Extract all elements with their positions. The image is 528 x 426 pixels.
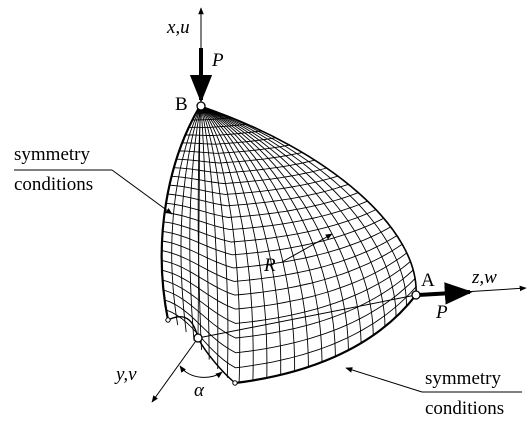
- mesh-circumferential-line: [162, 217, 384, 256]
- radius-arrow: [281, 233, 333, 263]
- point-a-marker: [411, 290, 421, 300]
- center-to-a-line: [197, 294, 417, 339]
- boundary-bottom-edge: [234, 294, 417, 385]
- mesh-circumferential-line: [174, 159, 316, 174]
- mesh-circumferential-line: [176, 151, 303, 164]
- mesh-meridian-line: [200, 105, 323, 363]
- mesh-circumferential-line: [163, 269, 414, 339]
- mesh-circumferential-line: [166, 286, 417, 369]
- boundary-outer-edge: [199, 105, 417, 296]
- mesh-circumferential-line: [167, 183, 349, 207]
- boundary-left-edge: [160, 105, 201, 321]
- angle-label: α: [194, 380, 205, 401]
- point-b-label: B: [175, 94, 188, 115]
- symmetry-right-leader: [345, 367, 423, 393]
- center-to-b-line: [197, 105, 201, 339]
- mesh-circumferential-line: [162, 226, 391, 269]
- mesh-circumferential-line: [182, 137, 277, 145]
- z-axis-label: z,w: [471, 267, 497, 288]
- mesh-meridian-line: [200, 105, 386, 327]
- mesh-circumferential-line: [189, 123, 248, 128]
- mesh-circumferential-line: [166, 192, 359, 218]
- mesh-circumferential-line: [171, 167, 327, 184]
- angle-arc: [179, 365, 223, 379]
- mesh-circumferential-line: [186, 130, 263, 136]
- inner-left-marker: [165, 317, 171, 323]
- symmetry-right-line2: conditions: [425, 398, 504, 419]
- mesh-circumferential-line: [161, 252, 408, 310]
- mesh-circumferential-line: [169, 175, 339, 195]
- mesh-circumferential-line: [161, 235, 398, 282]
- load-arrow-right: [417, 282, 473, 305]
- mesh-meridian-line: [171, 105, 202, 326]
- symmetry-left-line2: conditions: [14, 174, 93, 195]
- mesh-circumferential-line: [164, 278, 416, 354]
- point-a-label: A: [421, 270, 435, 291]
- mesh-circumferential-line: [162, 261, 411, 324]
- point-b-marker: [196, 101, 206, 111]
- mesh-circumferential-line: [179, 144, 290, 154]
- mesh-circumferential-line: [163, 209, 377, 243]
- inner-bottom-marker: [232, 380, 238, 386]
- symmetry-left-line1: symmetry: [14, 144, 90, 165]
- mesh-circumferential-line: [161, 243, 403, 296]
- symmetry-right-line1: symmetry: [425, 368, 501, 389]
- load-top-label: P: [211, 50, 224, 71]
- radius-label: R: [263, 255, 276, 276]
- center-marker: [193, 333, 203, 343]
- y-axis-label: y,v: [114, 364, 137, 385]
- shell-mesh: [161, 105, 417, 383]
- mesh-circumferential-line: [164, 200, 368, 231]
- load-right-label: P: [435, 302, 448, 323]
- x-axis-label: x,u: [166, 17, 190, 38]
- symmetry-left-leader: [111, 169, 173, 215]
- y-axis-line: [151, 337, 199, 403]
